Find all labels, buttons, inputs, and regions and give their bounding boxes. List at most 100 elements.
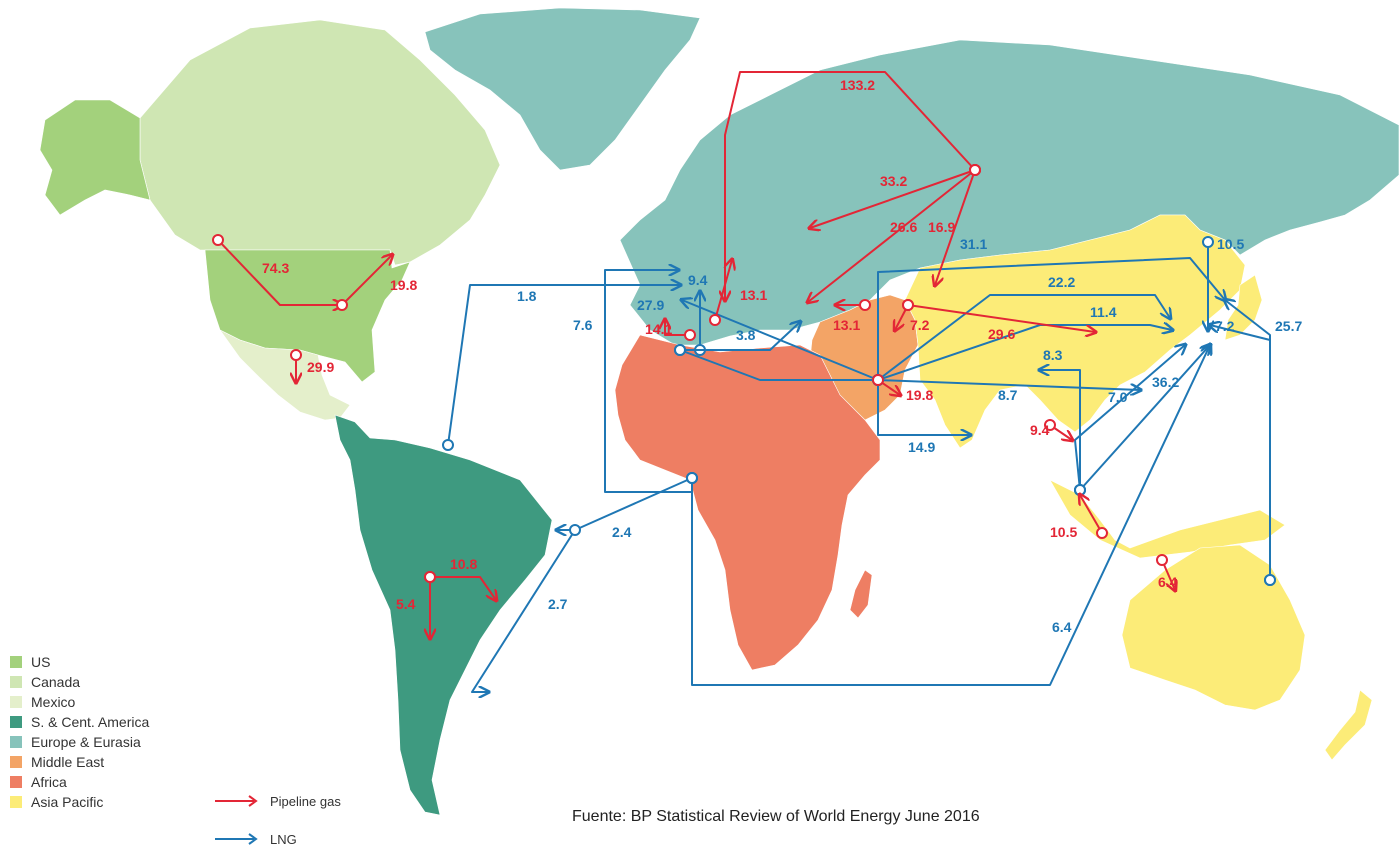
lng-flow-origin [674, 344, 686, 356]
pipeline-flow-origin [1044, 419, 1056, 431]
pipeline-flow-label: 13.1 [740, 287, 767, 303]
lng-flow-label: 6.4 [1052, 619, 1072, 635]
legend-swatch [10, 796, 22, 808]
legend-label: Europe & Eurasia [31, 734, 141, 750]
region-africa [614, 334, 881, 671]
lng-flow-origin [442, 439, 454, 451]
lng-flow-line [877, 379, 1140, 390]
lng-flow-label: 7.6 [573, 317, 593, 333]
lng-flow-label: 11.4 [1090, 304, 1117, 320]
pipeline-flow-origin [424, 571, 436, 583]
lng-flow-line [680, 322, 800, 351]
lng-flow-line [447, 285, 680, 446]
lng-flow-label: 2.4 [612, 524, 632, 540]
pipeline-flow-label: 29.6 [988, 326, 1015, 342]
pipeline-flow-label: 29.9 [307, 359, 334, 375]
lng-flow-line [877, 294, 1170, 381]
pipeline-flow-line [430, 576, 496, 600]
lng-flow-label: 7.2 [1215, 318, 1235, 334]
pipeline-flow-origin [902, 299, 914, 311]
lng-flow-line [1040, 370, 1081, 490]
lng-flow-origin [569, 524, 581, 536]
legend-label: Mexico [31, 694, 76, 710]
pipeline-flow-label: 16.9 [928, 219, 955, 235]
lng-flow-label: 7.0 [1108, 389, 1128, 405]
lng-flow-label: 8.3 [1043, 347, 1063, 363]
lng-flow-line [1079, 345, 1210, 491]
lng-flow-label: 1.8 [517, 288, 537, 304]
pipeline-flow-line [810, 169, 976, 228]
pipeline-flow-origin [290, 349, 302, 361]
legend-swatch [10, 696, 22, 708]
lng-flow-label: 36.2 [1152, 374, 1179, 390]
lng-flow-line [471, 529, 576, 692]
pipeline-flow-line [935, 169, 976, 285]
pipeline-flow-label: 26.6 [890, 219, 917, 235]
pipeline-flow-label: 10.8 [450, 556, 477, 572]
legend-lng-label: LNG [270, 831, 297, 847]
lng-flow-label: 14.9 [908, 439, 935, 455]
pipeline-flow-origin [969, 164, 981, 176]
legend-label: US [31, 654, 51, 670]
legend-swatch [10, 716, 22, 728]
legend-pipeline: Pipeline gas [214, 782, 341, 820]
pipeline-flow-origin [709, 314, 721, 326]
lng-flow-label: 8.7 [998, 387, 1018, 403]
pipeline-arrow-icon [215, 795, 258, 807]
region-greenland [424, 7, 701, 171]
lng-flow-origin [1202, 236, 1214, 248]
pipeline-flow-origin [1096, 527, 1108, 539]
region-canada [139, 19, 501, 266]
lng-flow-label: 25.7 [1275, 318, 1302, 334]
pipeline-flow-line [714, 260, 732, 321]
legend-swatch [10, 676, 22, 688]
pipeline-flow-label: 6.4 [1158, 574, 1178, 590]
pipeline-flow-label: 19.8 [390, 277, 417, 293]
legend-item-south-central-america: S. & Cent. America [10, 712, 149, 732]
source-note: Fuente: BP Statistical Review of World E… [572, 808, 980, 825]
legend-label: Africa [31, 774, 67, 790]
region-indonesia [1049, 479, 1286, 559]
legend-swatch [10, 776, 22, 788]
lng-flow-origin [1074, 484, 1086, 496]
legend-item-africa: Africa [10, 772, 149, 792]
region-madagascar [849, 569, 873, 619]
flow-type-legend: Pipeline gas LNG [214, 782, 341, 858]
lng-flow-line [691, 345, 1210, 686]
legend-label: Canada [31, 674, 81, 690]
pipeline-flow-origin [872, 374, 884, 386]
legend-item-middle-east: Middle East [10, 752, 149, 772]
legend-swatch [10, 736, 22, 748]
lng-flow-label: 31.1 [960, 236, 987, 252]
legend-lng: LNG [214, 820, 341, 858]
lng-flow-label: 2.7 [548, 596, 568, 612]
pipeline-flow-origin [212, 234, 224, 246]
legend-label: Asia Pacific [31, 794, 104, 810]
pipeline-flow-label: 133.2 [840, 77, 875, 93]
pipeline-flow-line [907, 304, 1095, 332]
pipeline-flow-line [217, 239, 342, 305]
regions [39, 7, 1399, 816]
legend-swatch [10, 756, 22, 768]
pipeline-flow-line [341, 255, 392, 306]
pipeline-flow-label: 74.3 [262, 260, 289, 276]
region-alaska [39, 99, 151, 216]
pipeline-flow-line [725, 71, 976, 300]
region-legend: US Canada Mexico S. & Cent. America Euro… [10, 652, 149, 812]
legend-item-europe-eurasia: Europe & Eurasia [10, 732, 149, 752]
pipeline-flow-label: 5.4 [396, 596, 416, 612]
legend-item-canada: Canada [10, 672, 149, 692]
pipeline-flow-label: 19.8 [906, 387, 933, 403]
legend-label: S. & Cent. America [31, 714, 150, 730]
pipeline-flow-line [808, 169, 976, 302]
legend-item-mexico: Mexico [10, 692, 149, 712]
region-new-zealand [1324, 689, 1373, 761]
pipeline-flow-line [665, 320, 690, 336]
lng-flow-origin [1264, 574, 1276, 586]
lng-flow-label: 3.8 [736, 327, 756, 343]
pipeline-flow-label: 9.4 [1030, 422, 1050, 438]
pipeline-flow-origin [336, 299, 348, 311]
region-south-central-america [334, 414, 553, 816]
legend-label: Middle East [31, 754, 105, 770]
